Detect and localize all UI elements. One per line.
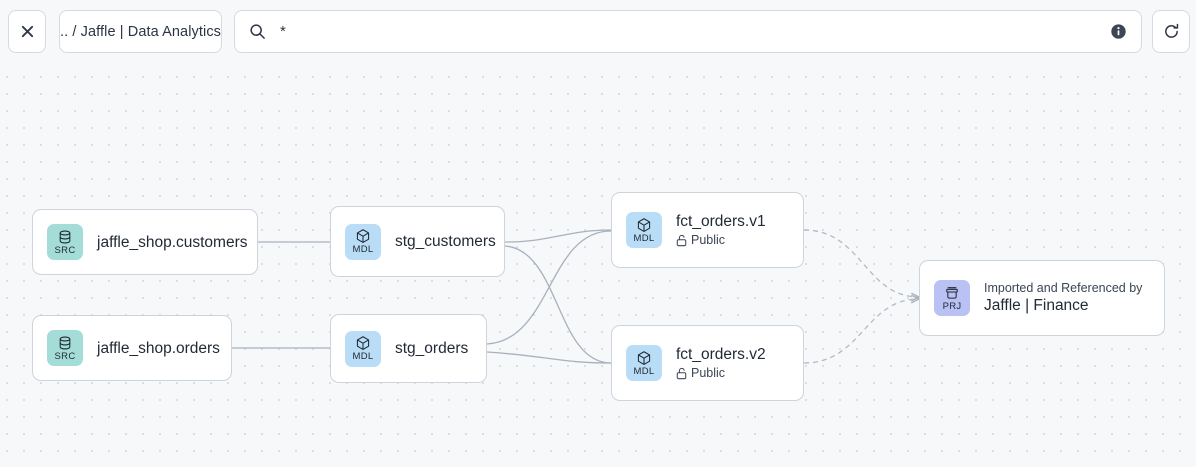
model-badge: MDL (626, 345, 662, 381)
unlock-icon (676, 234, 687, 246)
badge-label: SRC (54, 350, 76, 362)
unlock-icon (676, 367, 687, 379)
model-badge: MDL (345, 330, 381, 367)
info-icon[interactable] (1110, 23, 1127, 40)
graph-node-stg-orders[interactable]: MDL stg_orders (330, 314, 487, 383)
search-input[interactable]: * (234, 10, 1142, 53)
node-title: jaffle_shop.orders (97, 339, 220, 357)
top-toolbar: .. / Jaffle | Data Analytics * (0, 0, 1196, 62)
package-icon (946, 286, 958, 299)
node-visibility: Public (676, 232, 766, 249)
graph-node-stg-customers[interactable]: MDL stg_customers (330, 206, 505, 277)
refresh-button[interactable] (1152, 10, 1190, 53)
model-badge: MDL (345, 223, 381, 260)
source-badge: SRC (47, 330, 83, 366)
node-text: fct_orders.v1 Public (676, 212, 766, 249)
badge-label: MDL (633, 365, 655, 377)
graph-node-fct-orders-v1[interactable]: MDL fct_orders.v1 Public (611, 192, 804, 268)
close-button[interactable] (8, 10, 46, 53)
cube-icon (356, 336, 370, 350)
model-badge: MDL (626, 212, 662, 248)
breadcrumb-label: .. / Jaffle | Data Analytics (59, 23, 222, 40)
badge-label: MDL (633, 232, 655, 244)
node-text: jaffle_shop.orders (97, 339, 220, 358)
source-badge: SRC (47, 224, 83, 260)
node-text: jaffle_shop.customers (97, 233, 248, 252)
cube-icon (637, 350, 651, 365)
node-title: fct_orders.v1 (676, 212, 766, 230)
node-text: stg_customers (395, 232, 496, 251)
node-visibility: Public (676, 365, 766, 382)
node-title: stg_customers (395, 233, 496, 250)
search-icon (249, 23, 266, 40)
node-title: jaffle_shop.customers (97, 233, 248, 251)
node-title: Jaffle | Finance (984, 297, 1089, 314)
graph-node-jaffle-shop-customers[interactable]: SRC jaffle_shop.customers (32, 209, 258, 275)
visibility-label: Public (691, 365, 726, 380)
cube-icon (356, 229, 370, 243)
node-title: stg_orders (395, 340, 469, 357)
visibility-label: Public (691, 232, 726, 247)
refresh-icon (1164, 23, 1178, 38)
node-text: fct_orders.v2 Public (676, 345, 766, 382)
badge-label: MDL (352, 244, 374, 255)
database-icon (59, 336, 71, 349)
database-icon (59, 230, 71, 243)
node-title: fct_orders.v2 (676, 345, 766, 363)
badge-label: SRC (54, 244, 76, 256)
close-icon (21, 25, 33, 38)
graph-node-jaffle-finance-project[interactable]: PRJ Imported and Referenced by Jaffle | … (919, 260, 1165, 336)
badge-label: PRJ (942, 300, 962, 312)
graph-node-fct-orders-v2[interactable]: MDL fct_orders.v2 Public (611, 325, 804, 401)
project-badge: PRJ (934, 280, 970, 316)
node-relationship-label: Imported and Referenced by (984, 281, 1143, 295)
breadcrumb[interactable]: .. / Jaffle | Data Analytics (59, 10, 222, 53)
node-text: stg_orders (395, 339, 468, 358)
badge-label: MDL (352, 351, 374, 362)
search-value: * (280, 23, 286, 40)
node-text: Imported and Referenced by Jaffle | Fina… (984, 280, 1142, 316)
graph-node-jaffle-shop-orders[interactable]: SRC jaffle_shop.orders (32, 315, 232, 381)
cube-icon (637, 217, 651, 232)
